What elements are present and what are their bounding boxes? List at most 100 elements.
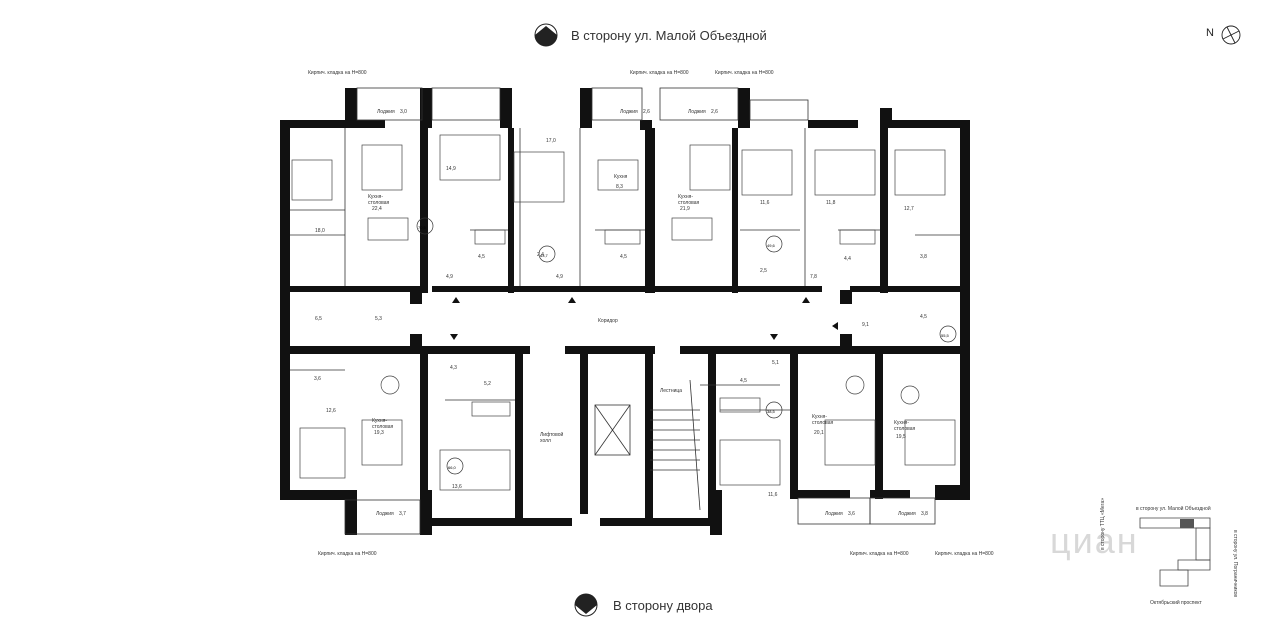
corridor-label: Коридор	[598, 318, 618, 324]
stairs-label: Лестница	[660, 388, 682, 394]
top-direction-label: В сторону ул. Малой Объездной	[571, 28, 767, 43]
wall	[432, 518, 522, 526]
room-area: 4,4	[844, 256, 851, 262]
loggia-label: Лоджия	[898, 511, 916, 517]
compass-half-circle-icon	[574, 593, 598, 617]
wall	[645, 128, 655, 293]
room-name: Кухня-столовая	[678, 194, 700, 206]
loggia-area: 3,0	[400, 109, 407, 115]
loggia-area: 2,6	[643, 109, 650, 115]
wall	[420, 128, 428, 293]
wall	[708, 354, 716, 519]
room-area: 21,9	[680, 206, 690, 212]
wall	[870, 490, 910, 498]
corridor-arrow	[802, 297, 810, 303]
room-area: 3,8	[920, 254, 927, 260]
room-name: Кухня-столовая	[368, 194, 390, 206]
room-name: Кухня-столовая	[812, 414, 834, 426]
brick-note: Кирпич. кладка на Н=800	[850, 551, 909, 557]
wall	[640, 120, 652, 130]
wall	[790, 490, 850, 498]
column	[840, 290, 852, 304]
wall	[645, 354, 653, 519]
wall	[515, 354, 523, 519]
compass-half-circle-icon	[534, 23, 558, 47]
column	[840, 334, 852, 348]
north-compass-icon	[1221, 25, 1241, 45]
room-area: 3,6	[314, 376, 321, 382]
unit-tag: 55,5	[941, 333, 950, 338]
brick-note: Кирпич. кладка на Н=800	[630, 70, 689, 76]
site-plan-drawing	[1139, 517, 1211, 587]
wall	[875, 354, 883, 499]
room-area: 4,5	[740, 378, 747, 384]
room-area: 11,6	[760, 200, 770, 206]
loggia-label: Лоджия	[620, 109, 638, 115]
wall	[345, 88, 357, 128]
wall	[290, 286, 420, 292]
wall	[808, 120, 858, 128]
room-area: 5,2	[484, 381, 491, 387]
wall	[880, 108, 892, 128]
room-area: 2,5	[760, 268, 767, 274]
room-area: 4,5	[920, 314, 927, 320]
brick-note: Кирпич. кладка на Н=800	[308, 70, 367, 76]
wall	[345, 490, 357, 535]
corridor-arrow	[568, 297, 576, 303]
loggia-area: 3,8	[921, 511, 928, 517]
room-area: 4,9	[556, 274, 563, 280]
brick-note: Кирпич. кладка на Н=800	[715, 70, 774, 76]
bottom-direction-label: В сторону двора	[613, 598, 713, 613]
wall	[880, 128, 888, 293]
room-area: 5,1	[772, 360, 779, 366]
room-area: 4,3	[450, 365, 457, 371]
room-area: 14,9	[446, 166, 456, 172]
site-plan: в сторону ул. Малой Объездной Октябрьски…	[1100, 498, 1250, 612]
wall	[732, 128, 738, 293]
loggia-label: Лоджия	[688, 109, 706, 115]
room-area: 4,5	[478, 254, 485, 260]
wall	[960, 120, 970, 500]
corridor-arrow	[450, 334, 458, 340]
room-area: 20,1	[814, 430, 824, 436]
unit-tag: 66,0	[448, 465, 457, 470]
room-area: 5,3	[375, 316, 382, 322]
room-area: 9,1	[862, 322, 869, 328]
room-name: Кухня-столовая	[894, 420, 916, 432]
loggia-label: Лоджия	[376, 511, 394, 517]
room-name: Кухня-столовая	[372, 418, 394, 430]
wall	[345, 120, 385, 128]
room-area: 18,0	[315, 228, 325, 234]
unit-tag: 49,6	[767, 243, 776, 248]
wall	[522, 518, 572, 526]
room-area: 22,4	[372, 206, 382, 212]
wall	[280, 490, 345, 500]
wall	[850, 286, 960, 292]
unit-tag: 70,5	[418, 225, 427, 230]
wall	[790, 346, 960, 354]
wall	[565, 346, 655, 354]
north-indicator: N	[1204, 22, 1248, 48]
wall	[280, 120, 345, 128]
unit-tag: 38,5	[767, 409, 776, 414]
corridor-arrow	[770, 334, 778, 340]
room-area: 4,5	[620, 254, 627, 260]
wall	[508, 128, 514, 293]
unit-tag: 43,7	[540, 253, 549, 258]
brick-note: Кирпич. кладка на Н=800	[935, 551, 994, 557]
labels: Кирпич. кладка на Н=800 Кирпич. кладка н…	[308, 70, 994, 557]
wall	[280, 120, 290, 500]
room-area: 11,8	[826, 200, 836, 206]
wall	[892, 120, 967, 128]
wall	[290, 346, 440, 354]
wall	[935, 485, 967, 500]
room-area: 7,8	[810, 274, 817, 280]
column	[410, 334, 422, 348]
brick-note: Кирпич. кладка на Н=800	[318, 551, 377, 557]
loggia-area: 3,6	[848, 511, 855, 517]
loggia-label: Лоджия	[377, 109, 395, 115]
bottom-direction: В сторону двора	[573, 592, 723, 620]
room-area: 13,6	[452, 484, 462, 490]
corridor-arrow	[832, 322, 838, 330]
